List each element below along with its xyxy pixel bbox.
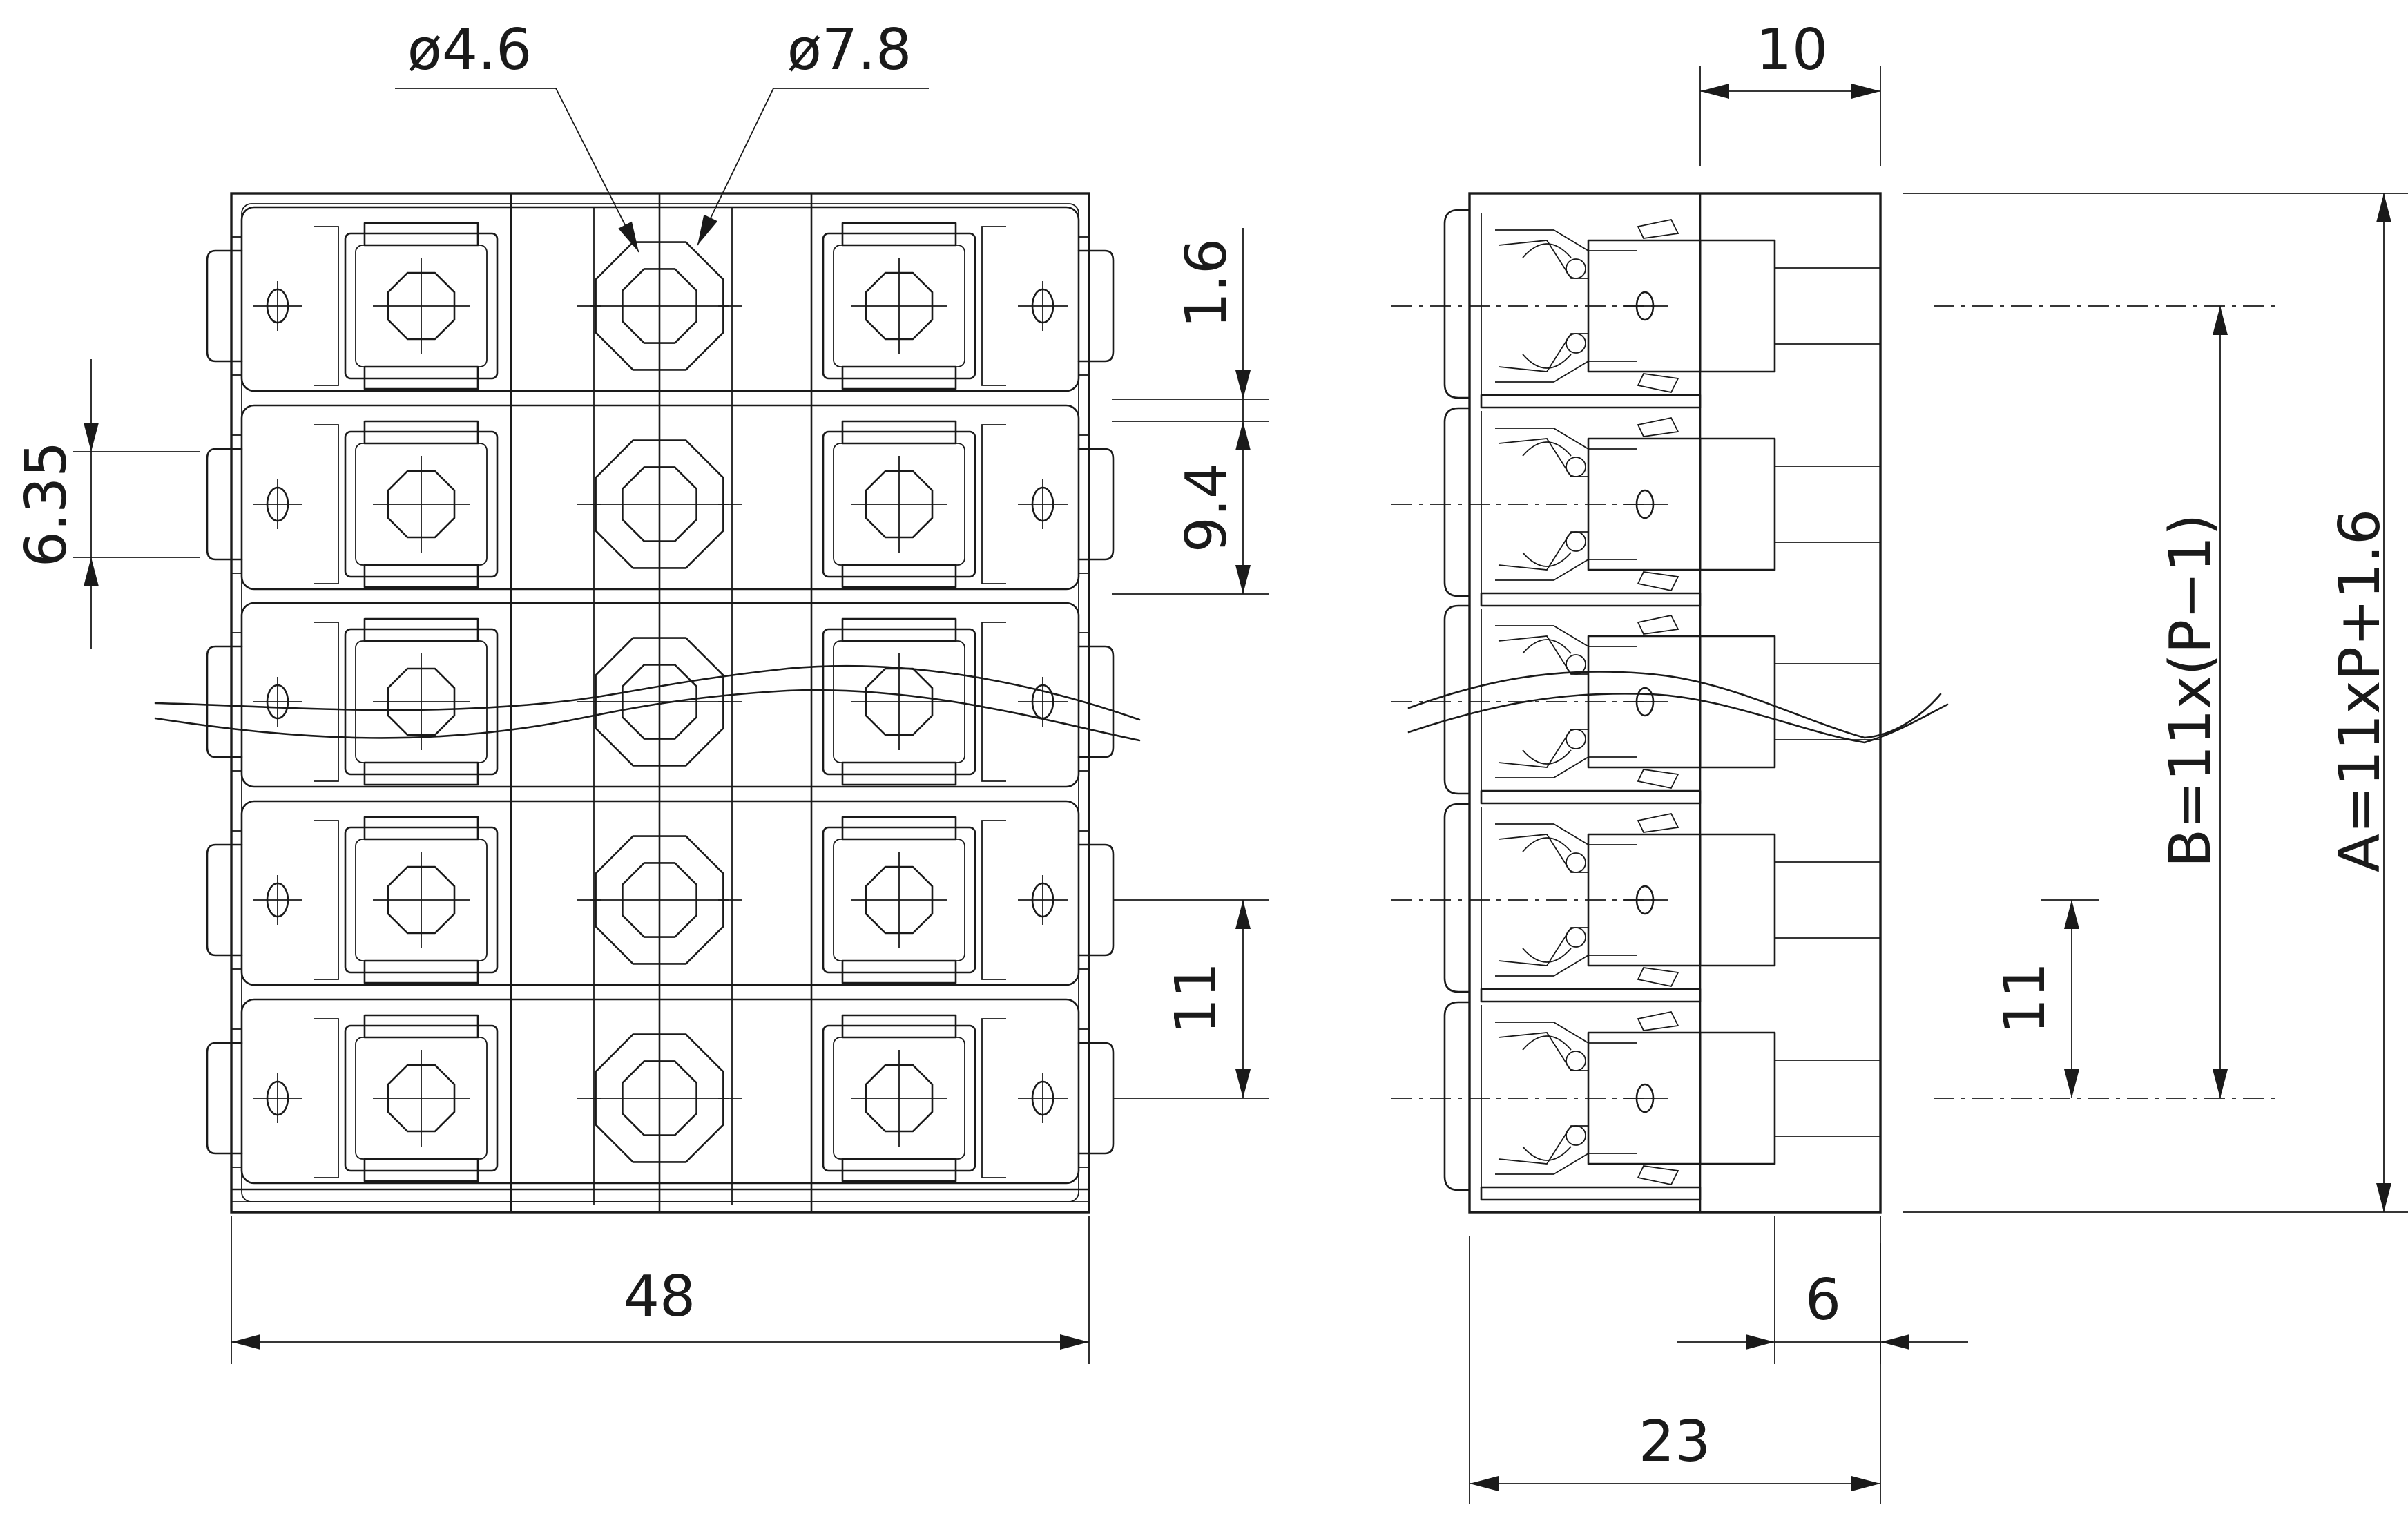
side-view [1391,192,2279,1214]
dim-hole-diameter: ø4.6 [407,17,532,83]
dim-formula-a: A=11xP+1.6 [2327,509,2393,872]
dim-depth-overall: 23 [1639,1409,1711,1475]
dim-body-height: 9.4 [1174,463,1240,553]
dim-gap: 1.6 [1174,238,1240,328]
dim-tab-length: 10 [1756,17,1828,83]
dim-formula-b: B=11x(P−1) [2158,514,2224,868]
dim-width-overall: 48 [624,1264,695,1330]
dimension-lines [73,66,2408,1504]
dim-pitch-side: 11 [1992,962,2058,1034]
front-view [154,192,1141,1214]
dim-pitch-front: 11 [1164,962,1229,1034]
dim-depth-step: 6 [1805,1267,1841,1333]
dim-pin-spacing: 6.35 [14,441,79,568]
dim-hex-diameter: ø7.8 [787,17,912,83]
